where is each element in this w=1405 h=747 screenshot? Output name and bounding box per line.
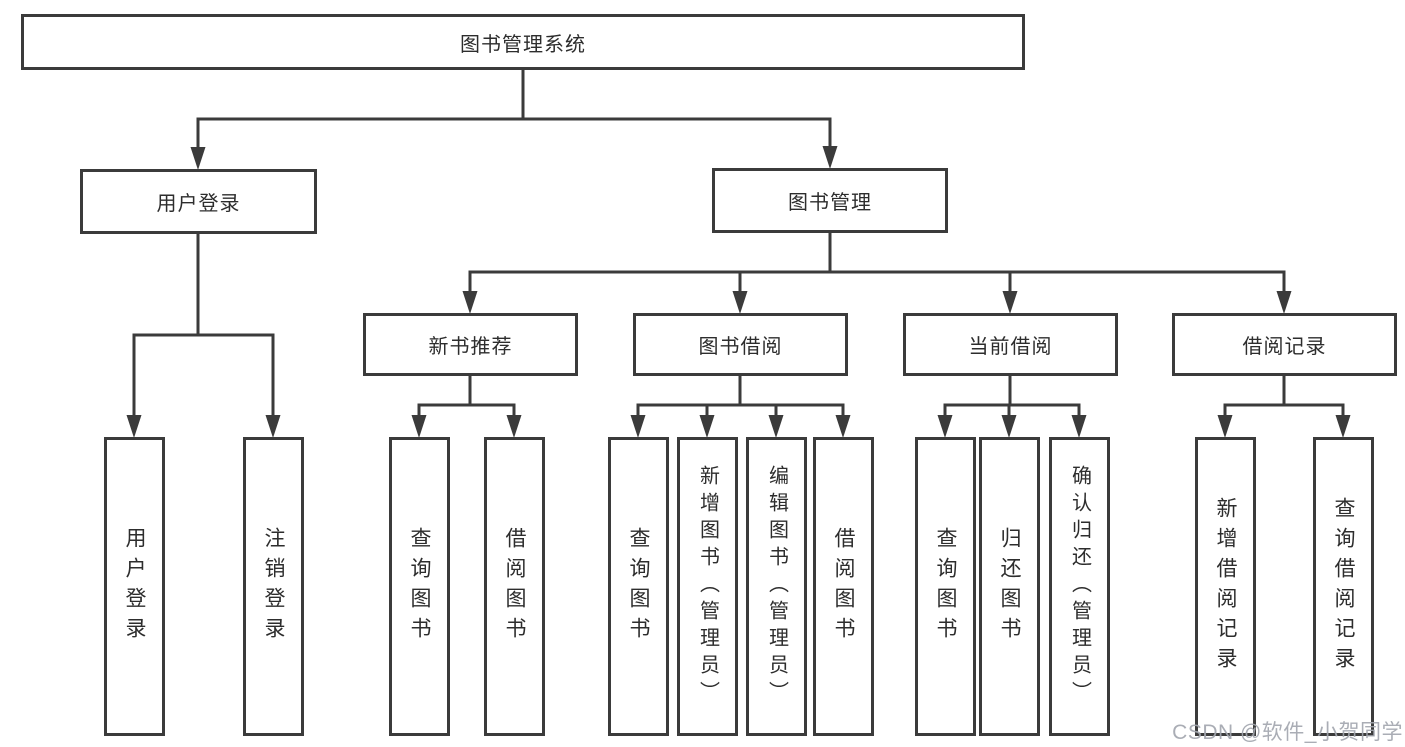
leaf-return-book: 归还图书	[979, 437, 1040, 736]
connector-lines	[132, 67, 1345, 420]
node-new-book-recommend: 新书推荐	[363, 313, 578, 376]
leaf-query-books-b: 查询图书	[608, 437, 669, 736]
leaf-user-login: 用户登录	[104, 437, 165, 736]
leaf-add-book-admin: 新增图书（管理员）	[677, 437, 738, 736]
node-book-management: 图书管理	[712, 168, 948, 233]
leaf-edit-book-admin: 编辑图书（管理员）	[746, 437, 807, 736]
node-book-borrowing: 图书借阅	[633, 313, 848, 376]
csdn-watermark: CSDN @软件_小贺同学	[1172, 721, 1403, 744]
leaf-query-books-a: 查询图书	[389, 437, 450, 736]
leaf-query-books-c: 查询图书	[915, 437, 976, 736]
leaf-query-borrow-record: 查询借阅记录	[1313, 437, 1374, 736]
node-borrowing-records: 借阅记录	[1172, 313, 1397, 376]
leaf-logout: 注销登录	[243, 437, 304, 736]
node-user-login: 用户登录	[80, 169, 317, 234]
leaf-add-borrow-record: 新增借阅记录	[1195, 437, 1256, 736]
node-current-borrowing: 当前借阅	[903, 313, 1118, 376]
arrowheads	[126, 146, 1351, 438]
leaf-confirm-return-admin: 确认归还（管理员）	[1049, 437, 1110, 736]
leaf-borrow-books-b: 借阅图书	[813, 437, 874, 736]
node-root: 图书管理系统	[21, 14, 1025, 70]
leaf-borrow-books-a: 借阅图书	[484, 437, 545, 736]
